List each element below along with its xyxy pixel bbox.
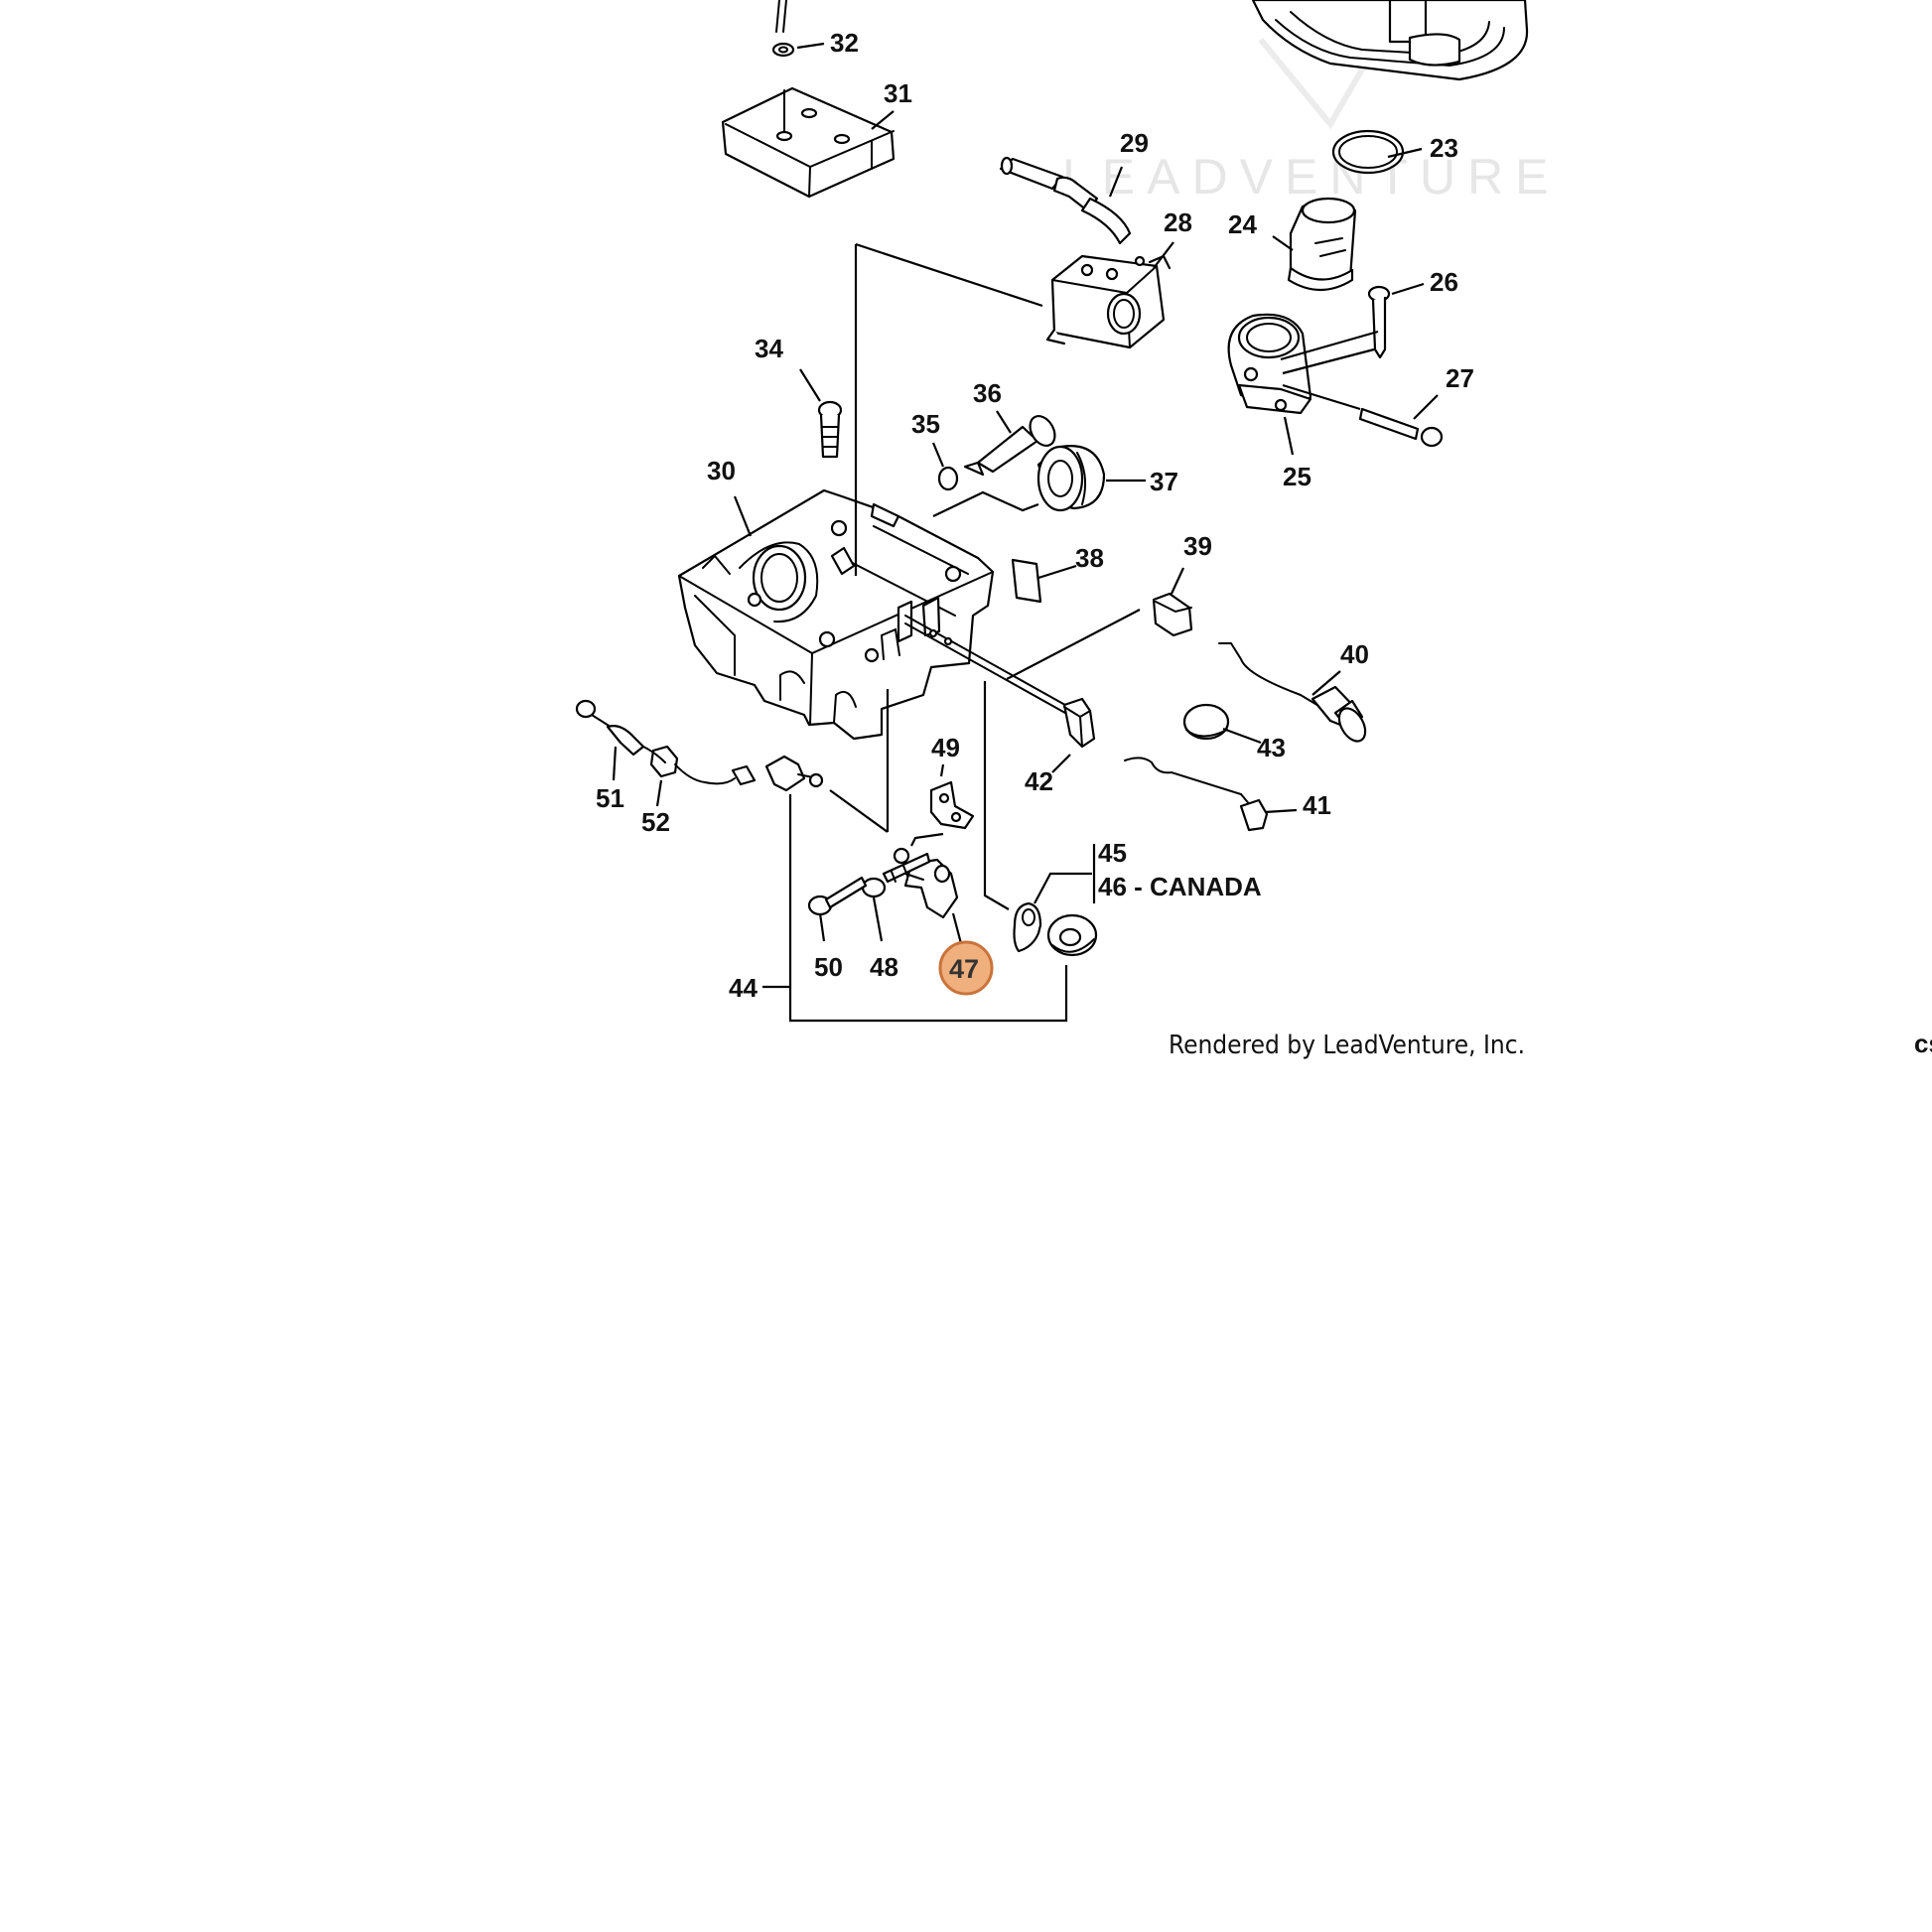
part-27-long-screw	[1358, 407, 1444, 448]
callout-27[interactable]: 27	[1446, 363, 1474, 393]
part-34-bolt	[817, 400, 843, 459]
callout-24[interactable]: 24	[1228, 209, 1257, 239]
callout-48[interactable]: 48	[870, 952, 898, 982]
callout-46[interactable]: 46 - CANADA	[1098, 872, 1262, 901]
callout-36[interactable]: 36	[973, 378, 1002, 408]
highlight-marker-47[interactable]	[940, 942, 992, 994]
callout-50[interactable]: 50	[814, 952, 843, 982]
callout-23[interactable]: 23	[1430, 133, 1458, 163]
callout-43[interactable]: 43	[1257, 733, 1286, 762]
callout-35[interactable]: 35	[911, 409, 940, 439]
callout-49[interactable]: 49	[931, 733, 960, 762]
callout-26[interactable]: 26	[1430, 267, 1458, 297]
part-32-washer	[771, 0, 795, 58]
part-25-intake-flange	[1227, 313, 1312, 415]
callout-34[interactable]: 34	[755, 334, 783, 363]
callout-37[interactable]: 37	[1150, 467, 1178, 496]
part-43-plug	[1182, 703, 1230, 741]
callout-labels: 32 31 23 29 28 24 26 27 25 34 35 36 37 3…	[596, 28, 1474, 1003]
callout-32[interactable]: 32	[830, 28, 859, 58]
part-42-bracket	[1062, 697, 1096, 749]
part-29-hose	[999, 156, 1132, 245]
callout-31[interactable]: 31	[884, 78, 912, 108]
callout-30[interactable]: 30	[707, 456, 736, 485]
callout-39[interactable]: 39	[1183, 531, 1212, 561]
part-control-rod	[904, 615, 1073, 718]
callout-51[interactable]: 51	[596, 783, 624, 813]
part-23-gasket-ring	[1331, 129, 1405, 175]
callout-38[interactable]: 38	[1075, 543, 1104, 573]
part-48-screw	[861, 847, 931, 898]
callout-42[interactable]: 42	[1025, 766, 1053, 796]
part-39-clip	[1152, 592, 1193, 637]
callout-41[interactable]: 41	[1303, 790, 1331, 820]
highlight-marker-ring	[938, 940, 994, 996]
watermark-text: LEADVENTURE	[1062, 149, 1561, 205]
callout-28[interactable]: 28	[1164, 207, 1192, 237]
part-41-throttle-rod	[1124, 757, 1269, 832]
part-31-block	[721, 86, 896, 199]
part-30-housing	[677, 488, 995, 741]
callout-25[interactable]: 25	[1283, 462, 1311, 491]
part-24-filter-element	[1287, 197, 1357, 291]
part-45-spacer	[1013, 901, 1042, 953]
callout-44[interactable]: 44	[729, 973, 758, 1003]
callout-47[interactable]: 47	[949, 954, 979, 984]
part-52-cable-clip	[642, 745, 757, 786]
callout-29[interactable]: 29	[1120, 128, 1149, 158]
callout-52[interactable]: 52	[641, 807, 670, 837]
part-40-choke-knob	[1218, 642, 1367, 743]
part-51-terminal	[575, 699, 645, 757]
callout-40[interactable]: 40	[1340, 639, 1369, 669]
watermark-logo: LEADVENTURE	[1062, 28, 1561, 205]
part-filter-cover	[1251, 0, 1529, 81]
part-26-screw	[1367, 285, 1391, 359]
part-35-o-ring	[937, 466, 959, 491]
part-49-bracket	[929, 780, 975, 830]
part-washer-grommet	[1046, 913, 1098, 957]
callout-45[interactable]: 45	[1098, 838, 1127, 868]
part-44-switch	[764, 755, 824, 792]
part-50-screw	[807, 876, 868, 916]
part-37-drum	[1036, 445, 1106, 512]
part-28-carburetor	[1045, 254, 1172, 349]
edge-text-fragment: cs	[1914, 1029, 1932, 1058]
part-38-gasket	[1011, 558, 1042, 604]
credit-text: Rendered by LeadVenture, Inc.	[1169, 1031, 1525, 1060]
part-47-contact-bracket	[903, 858, 959, 919]
part-36-tapered-bolt	[963, 414, 1056, 477]
